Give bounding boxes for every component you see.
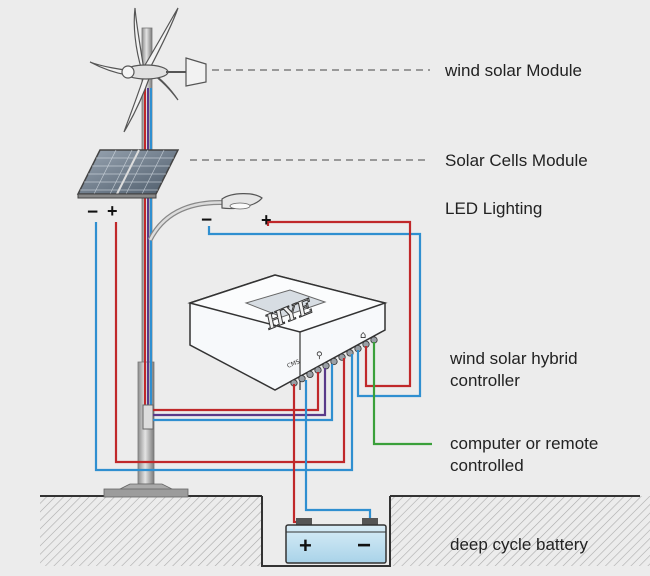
- battery-minus-sign: −: [357, 532, 371, 559]
- solar-cells-label: Solar Cells Module: [445, 151, 588, 170]
- wind-turbine: [89, 7, 207, 133]
- battery: + −: [285, 518, 387, 564]
- controller-terminal: [330, 357, 338, 366]
- hybrid-controller: HYE CMS ⚲ ⌂: [187, 274, 388, 391]
- remote-label-line2: controlled: [450, 456, 524, 475]
- controller-wiring: [94, 220, 432, 524]
- port-icon-cms: CMS: [286, 358, 301, 369]
- port-icon-lamp: ⌂: [360, 330, 366, 341]
- panel-negative-wire: [94, 222, 354, 472]
- controller-label-line1: wind solar hybrid: [449, 349, 578, 368]
- remote-control-wire: [372, 342, 432, 446]
- battery-label: deep cycle battery: [450, 535, 588, 554]
- controller-terminal: [298, 375, 306, 383]
- port-icon-wind: ⚲: [316, 351, 323, 361]
- pole-junction-box: [142, 404, 154, 430]
- lamp-negative-wire: [207, 226, 422, 398]
- turbine-red-wire: [153, 372, 320, 412]
- turbine-purple-wire: [153, 368, 327, 417]
- controller-label-line2: controller: [450, 371, 520, 390]
- lamp-minus-sign: −: [201, 210, 212, 231]
- lamp-plus-sign: +: [261, 210, 272, 230]
- battery-plus-sign: +: [299, 533, 312, 558]
- panel-positive-wire: [114, 222, 346, 464]
- battery-negative-wire: [304, 380, 372, 522]
- turbine-blue-wire: [153, 364, 334, 422]
- panel-minus-sign: −: [87, 202, 98, 223]
- lamp-positive-wire: [266, 220, 412, 388]
- panel-plus-sign: +: [107, 201, 118, 221]
- wind-module-label: wind solar Module: [444, 61, 582, 80]
- controller-terminal: [306, 370, 314, 378]
- street-lamp: [147, 193, 263, 242]
- solar-panel: [76, 149, 180, 199]
- remote-label-line1: computer or remote: [450, 434, 598, 453]
- led-lighting-label: LED Lighting: [445, 199, 542, 218]
